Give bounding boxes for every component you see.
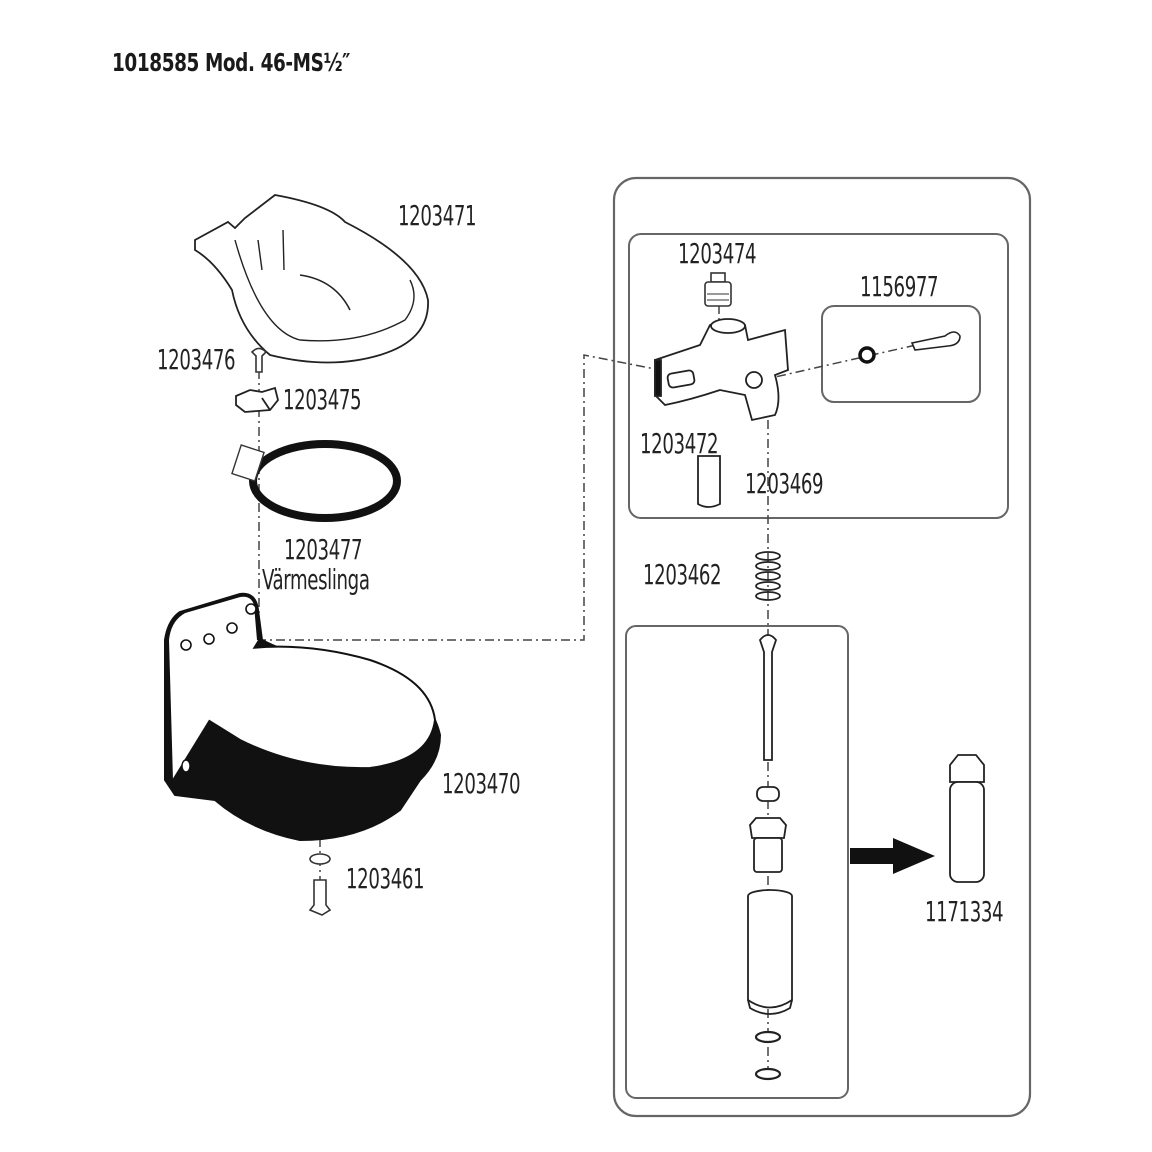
screw-part bbox=[250, 347, 268, 373]
label-valve-cap: 1203474 bbox=[678, 237, 757, 270]
label-heating-coil-name: Värmeslinga bbox=[262, 563, 370, 596]
valve-cap-part bbox=[704, 272, 732, 307]
leader-line-bowl-to-valve bbox=[200, 354, 661, 641]
heating-coil-part bbox=[231, 440, 401, 522]
label-clamp: 1203475 bbox=[283, 383, 362, 416]
label-screw: 1203476 bbox=[157, 343, 236, 376]
bowl-part bbox=[164, 592, 442, 842]
diagram-title: 1018585 Mod. 46-MS½″ bbox=[112, 48, 351, 77]
spring-part bbox=[755, 551, 781, 601]
valve-body-frame bbox=[628, 233, 1009, 519]
washer-part bbox=[754, 1030, 782, 1081]
label-valve-kit: 1156977 bbox=[860, 270, 939, 303]
label-spring: 1203462 bbox=[643, 558, 722, 591]
valve-sleeve-part bbox=[747, 889, 793, 1015]
label-drain-plug: 1203461 bbox=[346, 862, 425, 895]
label-bowl-insert: 1203471 bbox=[398, 199, 477, 232]
label-valve-body: 1203472 bbox=[640, 427, 719, 460]
valve-group-frame bbox=[612, 176, 1032, 1118]
label-valve-assembly: 1171334 bbox=[925, 895, 1004, 928]
label-heating-coil: 1203477 bbox=[284, 533, 363, 566]
valve-nut-part bbox=[749, 817, 787, 873]
valve-assembly-part bbox=[949, 754, 985, 883]
clamp-part bbox=[235, 386, 279, 413]
valve-body-part bbox=[654, 318, 789, 508]
label-pipe: 1203469 bbox=[745, 467, 824, 500]
drain-plug-part bbox=[308, 853, 332, 916]
valve-assembly-frame bbox=[625, 625, 849, 1099]
valve-kit-part bbox=[858, 331, 961, 364]
bowl-insert-part bbox=[194, 194, 429, 364]
replacement-arrow bbox=[850, 838, 935, 874]
label-bowl: 1203470 bbox=[442, 767, 521, 800]
valve-kit-frame bbox=[821, 305, 981, 403]
valve-stem-part bbox=[756, 634, 780, 802]
